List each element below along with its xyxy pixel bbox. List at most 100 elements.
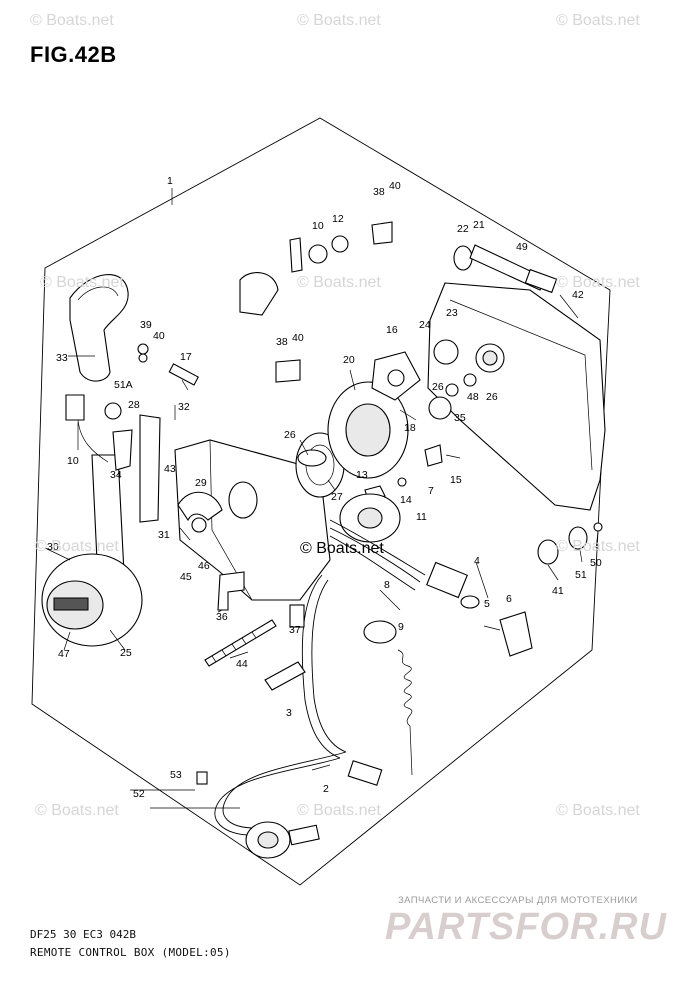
callout-51a: 51A: [114, 379, 133, 391]
watermark: © Boats.net: [297, 802, 381, 819]
callout-32: 32: [178, 401, 190, 413]
lever-handle: [69, 274, 129, 382]
callout-18: 18: [404, 422, 416, 434]
callout-24: 24: [419, 319, 431, 331]
callout-45: 45: [180, 571, 192, 583]
callout-34: 34: [110, 469, 122, 481]
callout-49: 49: [516, 241, 528, 253]
callout-40c: 40: [292, 332, 304, 344]
callout-9: 9: [398, 621, 404, 633]
callout-46: 46: [198, 560, 210, 572]
bracket-38-mid: [275, 359, 301, 383]
callout-40a: 40: [389, 180, 401, 192]
gear-segment: [177, 491, 223, 522]
control-housing: [174, 439, 331, 601]
key-6: [499, 611, 533, 657]
callout-23: 23: [446, 307, 458, 319]
callout-44: 44: [236, 658, 248, 670]
callout-2: 2: [323, 783, 329, 795]
pin-21: [469, 244, 546, 291]
callout-15: 15: [450, 474, 462, 486]
watermark-center: © Boats.net: [300, 540, 384, 557]
callout-12: 12: [332, 213, 344, 225]
callout-11: 11: [416, 511, 427, 523]
stop-switch: [363, 620, 397, 644]
key-49: [524, 268, 558, 294]
callout-30: 30: [47, 541, 59, 553]
diagram-caption: REMOTE CONTROL BOX (MODEL:05): [30, 946, 231, 959]
watermark: © Boats.net: [556, 12, 640, 29]
arm-badge: [53, 597, 89, 611]
callout-26b: 26: [486, 391, 498, 403]
callout-5: 5: [484, 598, 490, 610]
callout-20: 20: [343, 354, 355, 366]
cable-3: [301, 574, 341, 759]
figure-title: FIG.42B: [30, 42, 117, 67]
watermark: © Boats.net: [297, 274, 381, 291]
cable-2: [214, 757, 341, 836]
connector-53: [196, 771, 208, 785]
ignition-switch: [426, 561, 468, 599]
callout-31: 31: [158, 529, 170, 541]
callout-10a: 10: [67, 455, 79, 467]
callout-1: 1: [167, 175, 173, 187]
housing-port: [228, 481, 258, 519]
watermark: © Boats.net: [556, 802, 640, 819]
callout-25: 25: [120, 647, 132, 659]
bolt-44: [204, 619, 277, 667]
switch-7: [424, 444, 443, 467]
callout-38b: 38: [276, 336, 288, 348]
store-tagline: ЗАПЧАСТИ И АКСЕССУАРЫ ДЛЯ МОТОТЕХНИКИ: [398, 895, 638, 906]
watermark: © Boats.net: [35, 538, 119, 555]
callout-26c: 26: [432, 381, 444, 393]
callout-38a: 38: [373, 186, 385, 198]
watermark: © Boats.net: [40, 274, 124, 291]
callout-36: 36: [216, 611, 228, 623]
callout-6: 6: [506, 593, 512, 605]
bracket-38-top: [371, 221, 393, 245]
ring-26: [297, 449, 327, 467]
callout-22: 22: [457, 223, 469, 235]
watermark: © Boats.net: [556, 274, 640, 291]
callout-17: 17: [180, 351, 192, 363]
callout-14: 14: [400, 494, 412, 506]
callout-53: 53: [170, 769, 182, 781]
callout-26a: 26: [284, 429, 296, 441]
callout-39: 39: [140, 319, 152, 331]
callout-43: 43: [164, 463, 176, 475]
callout-7: 7: [428, 485, 434, 497]
watermark: © Boats.net: [297, 12, 381, 29]
callout-51: 51: [575, 569, 587, 581]
callout-4: 4: [474, 555, 480, 567]
coil-cord: [397, 649, 413, 776]
callout-50: 50: [590, 557, 602, 569]
callout-37: 37: [289, 624, 301, 636]
pin-17: [168, 363, 199, 386]
watermark: © Boats.net: [30, 12, 114, 29]
plug-connector: [347, 760, 383, 786]
callout-52: 52: [133, 788, 145, 800]
clip-10: [289, 237, 303, 273]
assembly-boundary: [31, 117, 611, 886]
shim-37: [289, 604, 305, 628]
diagram-code: DF25 30 EC3 042B: [30, 928, 136, 941]
watermark: © Boats.net: [556, 538, 640, 555]
callout-labels: 1 2 3 4 5 6 7 8 9 10 10 11 12 13 14 15 1…: [47, 175, 602, 800]
bushing-41: [537, 539, 559, 565]
callout-21: 21: [473, 219, 485, 231]
callout-35: 35: [454, 412, 466, 424]
leader-lines: [44, 188, 599, 809]
callout-8: 8: [384, 579, 390, 591]
plate-34: [112, 429, 133, 471]
callout-29: 29: [195, 477, 207, 489]
pad-37: [264, 661, 306, 691]
callout-48: 48: [467, 391, 479, 403]
switch-bracket: [65, 394, 85, 421]
callout-13: 13: [356, 469, 368, 481]
callout-42: 42: [572, 289, 584, 301]
callout-3: 3: [286, 707, 292, 719]
store-logo: PARTSFOR.RU: [385, 906, 667, 948]
wire-harness: [329, 519, 426, 591]
watermark: © Boats.net: [35, 802, 119, 819]
